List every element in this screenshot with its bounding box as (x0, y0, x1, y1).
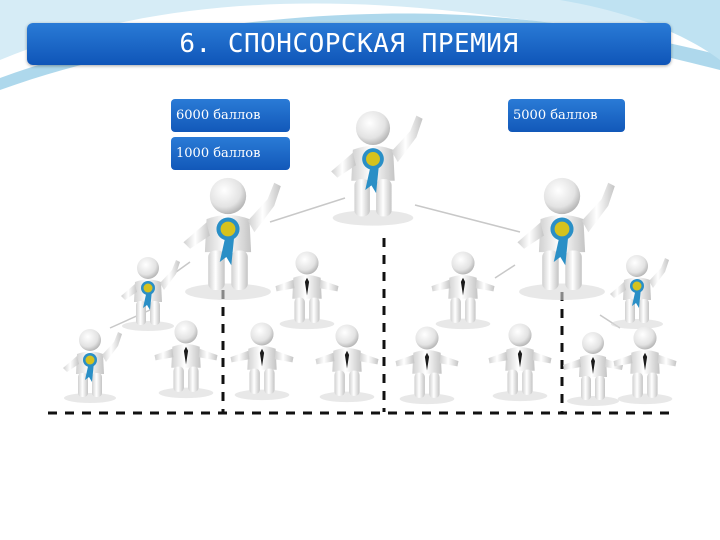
winner-figure (121, 257, 180, 331)
title-bar: 6. СПОНСОРСКАЯ ПРЕМИЯ (27, 23, 671, 65)
winner-figure (63, 329, 122, 403)
page-title: 6. СПОНСОРСКАЯ ПРЕМИЯ (179, 29, 519, 59)
points-label-6000: 6000 баллов (171, 99, 290, 132)
person-figure (431, 251, 495, 330)
person-figure (488, 323, 552, 402)
winner-figure (517, 177, 615, 300)
person-figure (315, 324, 379, 403)
person-figure (613, 326, 677, 405)
dashed-separators (48, 238, 675, 415)
points-label-1000: 1000 баллов (171, 137, 290, 170)
person-figure (154, 320, 218, 399)
person-figure (395, 326, 459, 405)
person-figure (230, 322, 294, 401)
winner-figure (610, 255, 669, 329)
winner-figure (331, 110, 423, 226)
person-figure (563, 332, 623, 406)
points-label-5000: 5000 баллов (508, 99, 625, 132)
winner-figure (183, 177, 281, 300)
person-figure (275, 251, 339, 330)
